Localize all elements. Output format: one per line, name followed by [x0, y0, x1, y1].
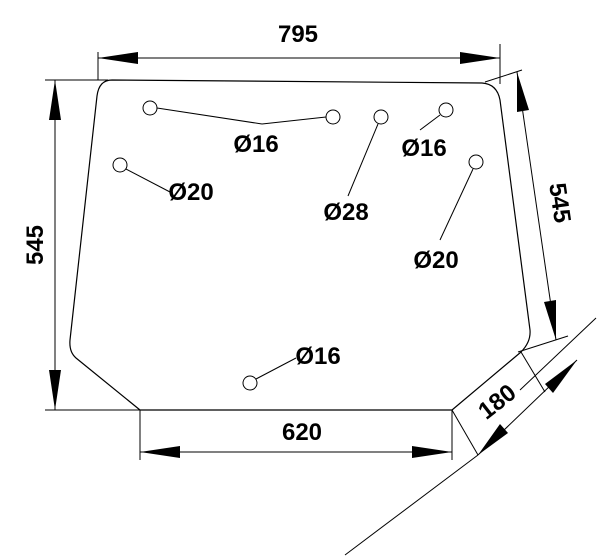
dim-bottom-label: 620	[282, 419, 322, 446]
hole-group-20-right: Ø20	[413, 154, 484, 274]
hole-group-16-bottom: Ø16	[242, 343, 341, 391]
hole	[325, 109, 341, 125]
arrow-head	[98, 52, 138, 64]
hole-label: Ø16	[401, 135, 446, 162]
hole-label: Ø28	[323, 199, 368, 226]
hole	[373, 109, 389, 125]
dim-top: 795	[97, 21, 501, 84]
arrow-head	[140, 446, 180, 458]
hole-group-20-left: Ø20	[112, 157, 214, 206]
dim-corner: 180	[344, 317, 597, 556]
arrow-head	[478, 424, 508, 455]
dim-right-label: 545	[543, 181, 575, 225]
arrow-head	[460, 52, 500, 64]
arrow-head	[544, 300, 556, 340]
hole-label: Ø16	[295, 343, 340, 370]
hole-group-28: Ø28	[323, 109, 389, 226]
dim-left: 545	[22, 79, 140, 411]
hole-label: Ø16	[233, 131, 278, 158]
arrow-head	[545, 360, 577, 393]
arrow-head	[517, 72, 529, 112]
hole-label: Ø20	[413, 247, 458, 274]
dim-left-label: 545	[22, 225, 49, 265]
dim-top-label: 795	[278, 21, 318, 48]
hole	[112, 157, 128, 173]
arrow-head	[412, 446, 452, 458]
hole-label: Ø20	[168, 179, 213, 206]
hole	[438, 102, 454, 118]
hole	[242, 375, 258, 391]
hole	[142, 100, 158, 116]
hole-group-16-right: Ø16	[401, 102, 454, 162]
hole	[468, 154, 484, 170]
dim-bottom: 620	[139, 410, 453, 460]
arrow-head	[49, 80, 61, 120]
dim-right: 545	[484, 69, 576, 353]
hole-group-16-top: Ø16	[142, 100, 341, 158]
arrow-head	[49, 370, 61, 410]
